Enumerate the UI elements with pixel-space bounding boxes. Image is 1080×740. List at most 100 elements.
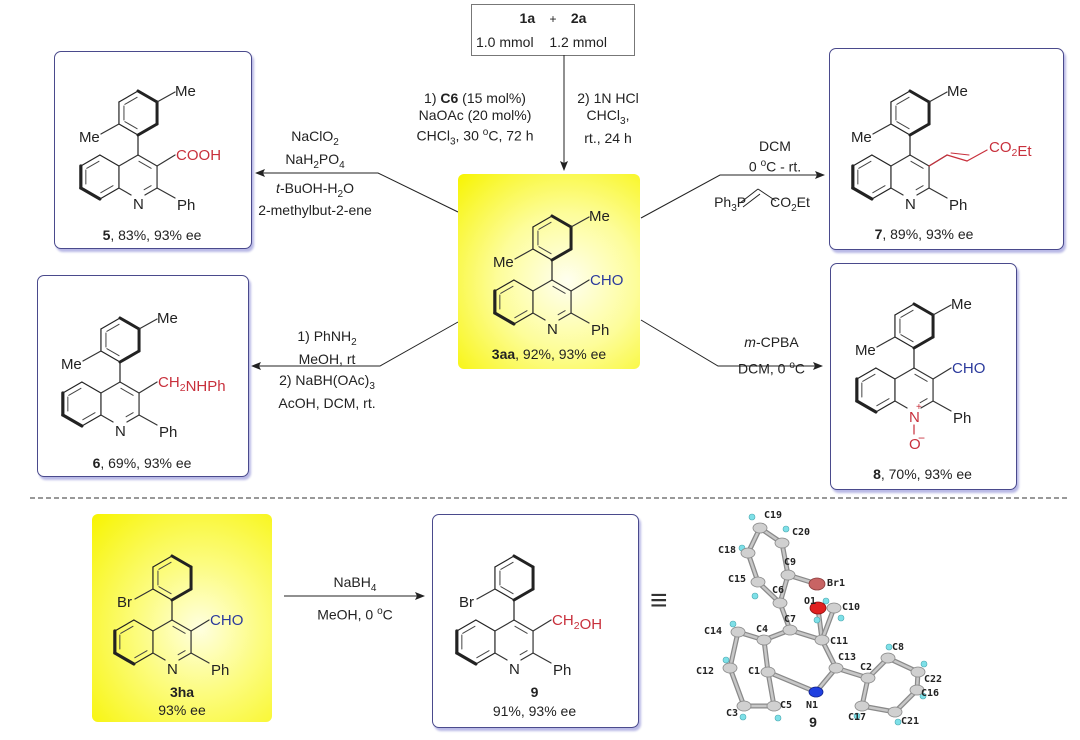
bond (514, 248, 534, 260)
aryl-bond (118, 316, 141, 331)
double (950, 152, 970, 156)
bond (966, 149, 988, 162)
bond (570, 216, 590, 228)
bond (138, 381, 158, 394)
crystal-atom-c11 (814, 634, 830, 646)
crystal-label-c11: C11 (830, 636, 848, 647)
crystal-hydrogen (782, 525, 790, 533)
bond (126, 414, 140, 423)
bromine-label: Br (459, 594, 474, 611)
caption-9-yield: 91%, 93% ee (492, 703, 577, 719)
crystal-atom-c12 (722, 662, 738, 674)
phenyl-label: Ph (953, 410, 971, 427)
benzo-bond (133, 652, 154, 665)
aryl-bond (118, 349, 141, 364)
catalyst-c6: C6 (440, 90, 459, 106)
crystal-atom-c1 (760, 666, 776, 678)
aryl-bond (890, 90, 911, 103)
crystal-label-c10: C10 (842, 602, 860, 613)
equivalent-symbol: ≡ (650, 584, 668, 617)
conditions-to-8: m-CPBA DCM, 0 oC (737, 334, 806, 377)
bond (932, 400, 952, 412)
product-6-box (37, 275, 249, 477)
bond (916, 187, 930, 196)
benzo-bond (456, 619, 477, 632)
substituent-label: CH2OH (552, 612, 602, 633)
double (138, 160, 152, 169)
benzo-double (86, 160, 100, 169)
aryl-double (106, 348, 120, 357)
aryl-bond (100, 350, 121, 363)
bond (156, 91, 176, 103)
benzo-bond (513, 312, 534, 325)
bond (156, 187, 176, 199)
aryl-double (900, 334, 914, 343)
aryl-double (896, 121, 910, 130)
crystal-bond-highlight (728, 666, 746, 708)
bond (932, 304, 952, 316)
reactant-2a: 2a (570, 10, 587, 26)
double (143, 185, 152, 191)
phenyl-label: Ph (591, 322, 609, 339)
crystal-atom-c2 (860, 672, 876, 684)
crystal-hydrogen (748, 513, 756, 521)
caption-6: 6, 69%, 93% ee (92, 455, 192, 471)
aryl-double (538, 221, 552, 230)
crystal-hydrogen (920, 660, 928, 668)
bond (932, 367, 952, 380)
crystal-label-c13: C13 (838, 652, 856, 663)
benzo-bond (494, 279, 515, 292)
plus-sign: + (549, 12, 557, 26)
crystal-label-c6: C6 (772, 585, 784, 596)
crystal-atom-c4 (756, 634, 772, 646)
aryl-bond (894, 336, 915, 349)
crystal-atom-c20 (774, 537, 790, 549)
crystal-label-n1: N1 (806, 700, 818, 711)
benzo-bond (852, 154, 873, 167)
benzo-double (134, 650, 148, 659)
crystal-atom-c13 (828, 662, 844, 674)
aryl-bond (912, 302, 935, 317)
crystal-label-c14: C14 (704, 626, 722, 637)
bond (920, 400, 934, 409)
benzo-bond (81, 381, 102, 394)
benzo-double (120, 625, 134, 634)
crystal-atom-c10 (826, 602, 842, 614)
bond (171, 619, 192, 632)
crystal-atom-n1 (808, 686, 824, 698)
crystal-label-c8: C8 (892, 642, 904, 653)
conditions-to-5: NaClO2 NaH2PO4 t-BuOH-H2O 2-methylbut-2-… (258, 128, 372, 219)
bond (100, 414, 114, 423)
crystal-hydrogen (739, 713, 747, 721)
nitrogen-label: N (509, 661, 520, 678)
benzo-bond (99, 154, 120, 167)
crystal-label-c21: C21 (901, 716, 919, 727)
bromine-label: Br (117, 594, 132, 611)
benzo-bond (855, 399, 878, 414)
benzo-bond (113, 651, 136, 666)
benzo-bond (856, 367, 877, 380)
crystal-hydrogen (894, 718, 902, 726)
crystal-bond-highlight (766, 670, 776, 708)
bond (913, 367, 934, 380)
substituent-label: CHO (210, 612, 243, 629)
crystal-atom-c16 (909, 684, 925, 696)
substituent-label: CO2Et (989, 139, 1032, 160)
aryl-bond (118, 123, 139, 136)
plus-charge: + (916, 402, 922, 413)
crystal-label-c7: C7 (784, 614, 796, 625)
bond (890, 154, 911, 167)
phenyl-label: Ph (159, 424, 177, 441)
benzo-bond (875, 400, 896, 413)
crystal-label-c2: C2 (860, 662, 872, 673)
aryl-bond (136, 122, 159, 137)
conditions-to-9: NaBH4 MeOH, 0 oC (317, 574, 393, 623)
double (552, 285, 566, 294)
double (120, 387, 134, 396)
double (557, 310, 566, 316)
benzo-bond (80, 154, 101, 167)
